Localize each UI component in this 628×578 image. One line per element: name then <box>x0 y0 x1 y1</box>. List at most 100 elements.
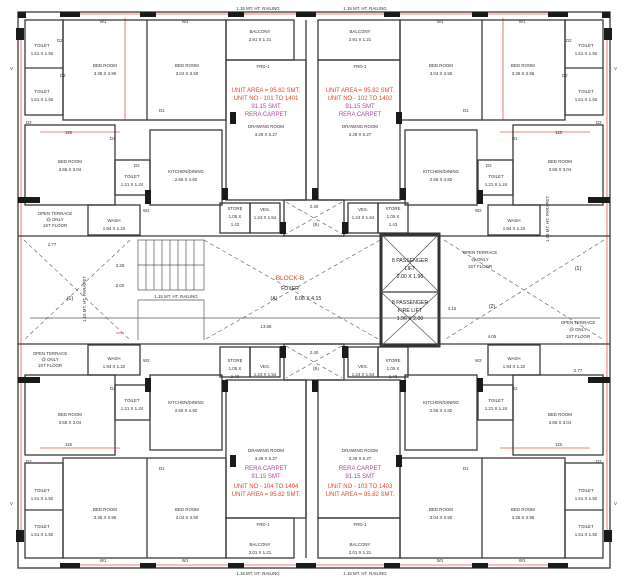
room-size: 3.65 X 3.04 <box>59 167 82 172</box>
room-name: STORE <box>227 206 242 211</box>
room-name: BED ROOM <box>548 159 572 164</box>
door-mark: D2 <box>110 386 116 391</box>
room-size: 3.35 X 3.96 <box>94 71 117 76</box>
room-name: VES. <box>358 364 368 369</box>
door-mark: D2 <box>486 163 492 168</box>
room-size: 2.66 X 4.82 <box>430 177 453 182</box>
door-mark: D2 <box>134 163 140 168</box>
room-size: 1.51 X 1.92 <box>575 97 598 102</box>
room-size: 1.43 <box>231 374 240 379</box>
terrace-mark: (1) <box>67 296 74 302</box>
core-labels: 2.40 (B) 2.40 (B) BLOCK-B FOYER (A) 6.06… <box>48 204 583 373</box>
room-size: 3.65 X 3.04 <box>549 167 572 172</box>
terrace-label: OPEN TERRACE <box>463 250 498 255</box>
door-label: FRD-1 <box>257 522 270 527</box>
room-size: 1.21 X 1.24 <box>485 406 508 411</box>
room-name: BED ROOM <box>93 507 117 512</box>
room-size: 1.94 X 1.22 <box>103 364 126 369</box>
room-size: 3.65 X 3.04 <box>549 420 572 425</box>
room-size: 2.91 X 1.21 <box>349 37 372 42</box>
door-mark: D1 <box>463 466 469 471</box>
room-size: 1.21 X 1.24 <box>121 182 144 187</box>
unit-top-left: TOILET 1.51 X 1.92 TOILET 1.51 X 1.92 BE… <box>31 29 301 231</box>
vent-mark: V <box>10 66 13 71</box>
door-mark: D2 <box>596 120 602 125</box>
room-size: 1.24 X 1.54 <box>352 372 375 377</box>
room-size: 3.04 X 3.50 <box>176 515 199 520</box>
room-name: BALCONY <box>350 542 371 547</box>
door-mark: D1 <box>159 108 165 113</box>
room-name: BALCONY <box>250 542 271 547</box>
room-size: 1.24 X 1.54 <box>254 215 277 220</box>
railing-label: 1.15 MT. HT. RAILING <box>236 571 280 576</box>
room-size: 3.04 X 3.50 <box>176 71 199 76</box>
dim-mark: 115 <box>65 442 73 447</box>
room-size: 2.66 X 4.82 <box>175 177 198 182</box>
window-mark: W1 <box>100 19 107 24</box>
dimension-label: 2.77 <box>48 242 57 247</box>
room-size: 1.51 X 1.92 <box>31 51 54 56</box>
railing-label: 1.15 MT. HT. RAILING <box>154 294 198 299</box>
duct-mark: (B) <box>313 222 319 227</box>
room-name: BED ROOM <box>58 159 82 164</box>
room-name: BED ROOM <box>58 412 82 417</box>
dimension-label: 2.40 <box>310 350 319 355</box>
parapet-label: 1.15 MT. HT. PARAPET <box>82 276 87 322</box>
room-name: TOILET <box>488 174 504 179</box>
room-name: DRAWING ROOM <box>342 124 378 129</box>
room-name: KITCHEN/DINING <box>423 169 459 174</box>
room-size: 3.04 X 3.50 <box>430 71 453 76</box>
door-mark: D1 <box>159 466 165 471</box>
window-mark: W2 <box>475 358 482 363</box>
door-mark: D1 <box>463 108 469 113</box>
window-mark: W1 <box>182 558 189 563</box>
door-mark: D1 <box>512 136 518 141</box>
room-size: 1.94 X 1.22 <box>503 226 526 231</box>
room-size: 2.66 X 4.82 <box>175 408 198 413</box>
room-name: WASH <box>507 218 520 223</box>
room-name: BALCONY <box>350 29 371 34</box>
room-size: 1.21 X 1.24 <box>485 182 508 187</box>
rera-carpet-label: RERA CARPET <box>339 112 382 118</box>
room-size: 1.51 X 1.92 <box>575 51 598 56</box>
room-name: STORE <box>385 206 400 211</box>
foyer-size: 6.06 X 4.15 <box>295 296 322 302</box>
door-label: FRD-1 <box>354 522 367 527</box>
room-size: 1.43 <box>231 222 240 227</box>
window-mark: W2 <box>143 208 150 213</box>
room-size: 3.28 X 5.27 <box>255 456 278 461</box>
window-mark: W1 <box>182 19 189 24</box>
terrace-label: 1ST FLOOR <box>38 363 62 368</box>
room-size: 1.51 X 1.92 <box>575 532 598 537</box>
room-size: 1.05 X <box>387 214 400 219</box>
door-mark: D2 <box>57 38 63 43</box>
room-name: KITCHEN/DINING <box>423 400 459 405</box>
room-name: DRAWING ROOM <box>248 124 284 129</box>
room-size: 2.66 X 4.82 <box>430 408 453 413</box>
open-terraces: OPEN TERRACE @ ONLY 1ST FLOOR OPEN TERRA… <box>33 196 596 368</box>
room-name: VES. <box>260 207 270 212</box>
window-mark: W2 <box>475 208 482 213</box>
room-name: WASH <box>107 218 120 223</box>
room-size: 1.05 X <box>387 366 400 371</box>
unit-area: UNIT AREA = 95.82 SMT. <box>232 88 301 94</box>
rera-carpet-label: RERA CARPET <box>245 466 288 472</box>
railing-label: 1.15 MT. HT. RAILING <box>236 6 280 11</box>
unit-number: UNIT NO - 103 TO 1403 <box>328 484 393 490</box>
room-name: BED ROOM <box>175 63 199 68</box>
vent-mark: V <box>10 501 13 506</box>
room-size: 3.28 X 5.27 <box>349 456 372 461</box>
railing-label: 1.15 MT. HT. RAILING <box>343 571 387 576</box>
room-size: 1.51 X 1.92 <box>31 97 54 102</box>
terrace-label: 1ST FLOOR <box>566 334 590 339</box>
parapet-label: 1.15 MT. HT. PARAPET <box>545 196 550 242</box>
unit-number: UNIT NO - 101 TO 1401 <box>234 96 299 102</box>
room-name: KITCHEN/DINING <box>168 400 204 405</box>
terrace-label: @ ONLY <box>569 327 586 332</box>
lift-label: 8 PASSENGER <box>392 300 428 306</box>
dimension-label: 13.68 <box>261 324 273 329</box>
dim-mark: 115 <box>65 130 73 135</box>
duct-mark: (B) <box>313 366 319 371</box>
window-mark: W2 <box>143 358 150 363</box>
block-name: BLOCK-B <box>276 275 305 282</box>
